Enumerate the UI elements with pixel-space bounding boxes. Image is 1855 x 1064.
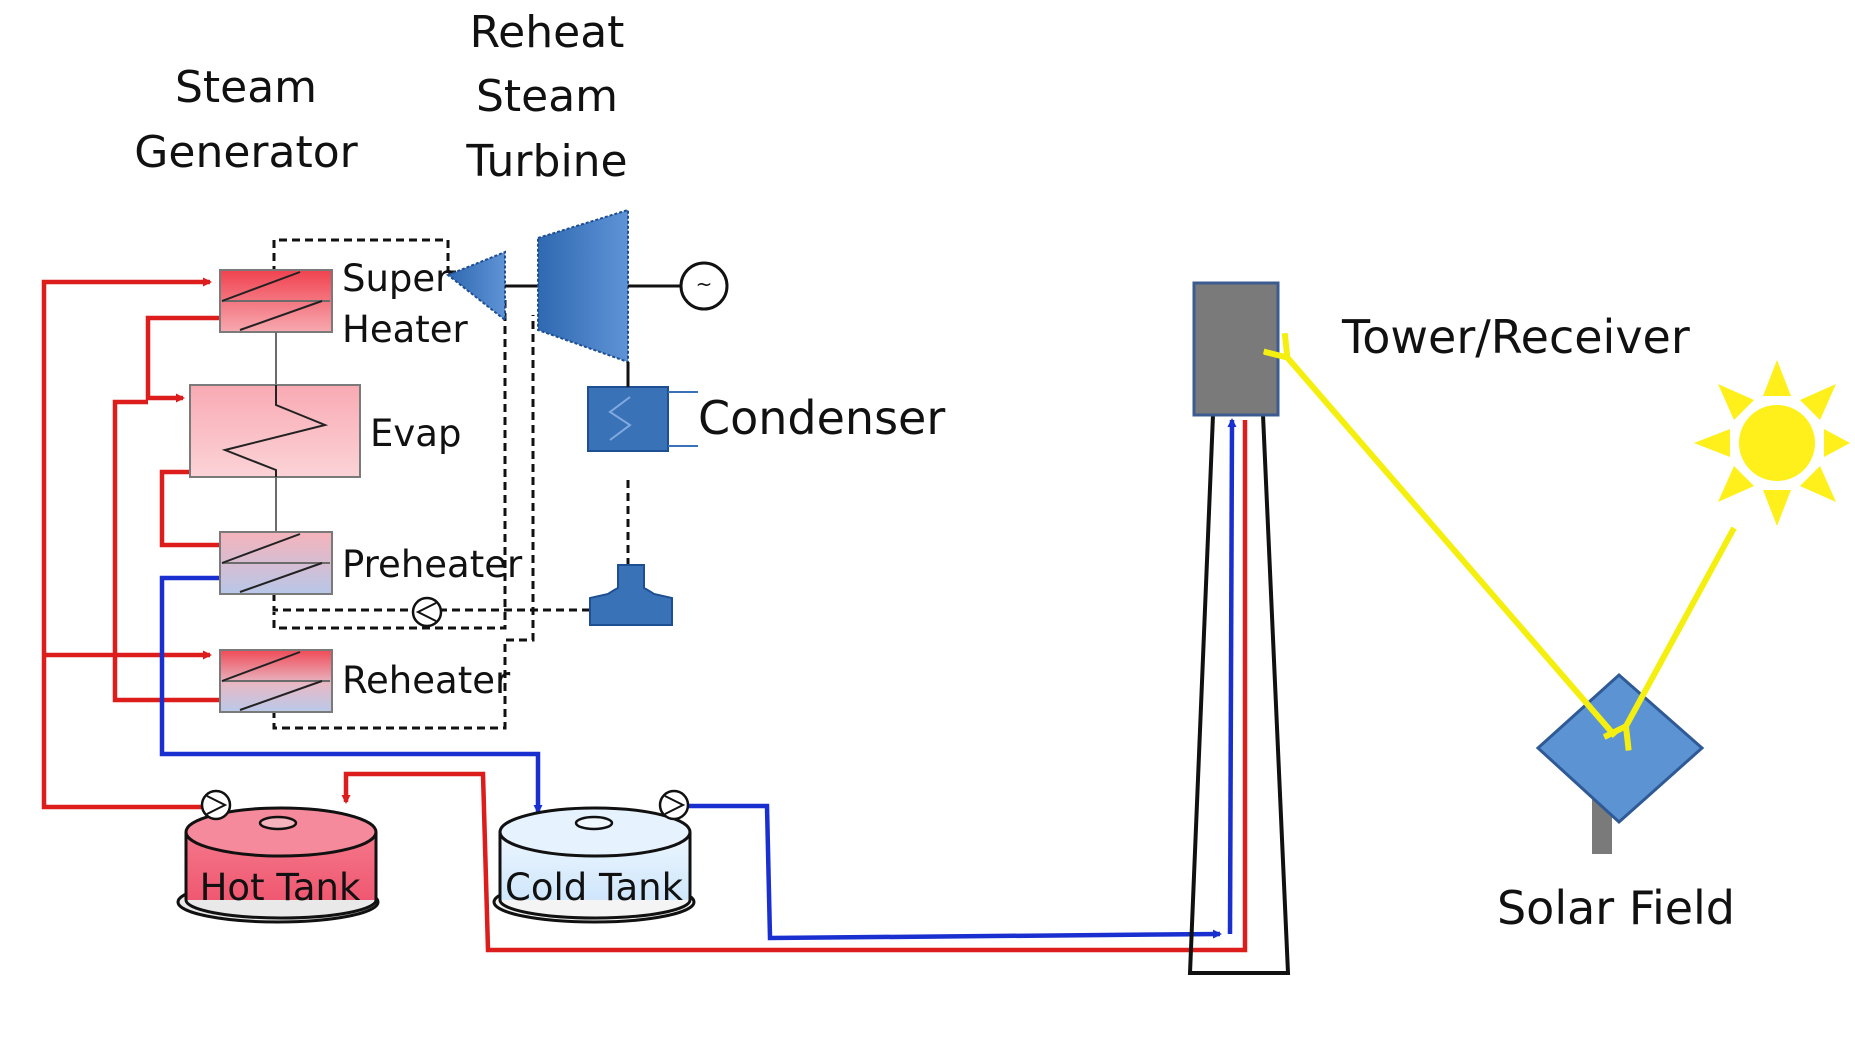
reheater-label: Reheater bbox=[342, 659, 511, 702]
tower-receiver-label: Tower/Receiver bbox=[1341, 310, 1690, 364]
turbine-title-line2: Steam bbox=[476, 71, 618, 122]
reheater bbox=[219, 649, 333, 713]
hot-tank bbox=[176, 806, 380, 924]
receiver-tower bbox=[1187, 281, 1291, 975]
cold-tank-label: Cold Tank bbox=[505, 866, 684, 909]
generator-symbol: ~ bbox=[696, 272, 713, 296]
cold-tank bbox=[492, 806, 696, 924]
feedwater-valve-icon bbox=[411, 596, 443, 628]
heliostat-icon bbox=[1535, 672, 1705, 854]
hot-tank-pump-icon bbox=[200, 789, 232, 821]
superheater bbox=[219, 269, 333, 385]
sun-icon bbox=[1694, 360, 1850, 526]
superheater-label-line2: Heater bbox=[342, 308, 469, 351]
reheat-steam-turbine bbox=[446, 208, 680, 364]
superheater-label-line1: Super bbox=[342, 257, 451, 300]
evaporator bbox=[189, 384, 361, 532]
cold-tank-pump-icon bbox=[658, 789, 690, 821]
condenser bbox=[587, 362, 698, 452]
preheater-label: Preheater bbox=[342, 543, 523, 586]
solar-field-label: Solar Field bbox=[1497, 881, 1735, 935]
sunlight-rays bbox=[1286, 356, 1737, 736]
hot-salt-piping bbox=[41, 277, 1248, 953]
steam-generator-title-line2: Generator bbox=[134, 127, 358, 178]
hot-tank-label: Hot Tank bbox=[200, 866, 361, 909]
preheater bbox=[219, 531, 333, 595]
turbine-title-line3: Turbine bbox=[465, 136, 627, 187]
evaporator-label: Evap bbox=[370, 412, 461, 455]
cold-salt-piping bbox=[159, 418, 1237, 941]
condenser-label: Condenser bbox=[698, 391, 945, 445]
electric-generator-icon: ~ bbox=[679, 261, 729, 311]
steam-generator-title-line1: Steam bbox=[175, 62, 317, 113]
turbine-title-line1: Reheat bbox=[470, 7, 625, 58]
feedwater-pump-icon bbox=[589, 564, 673, 626]
